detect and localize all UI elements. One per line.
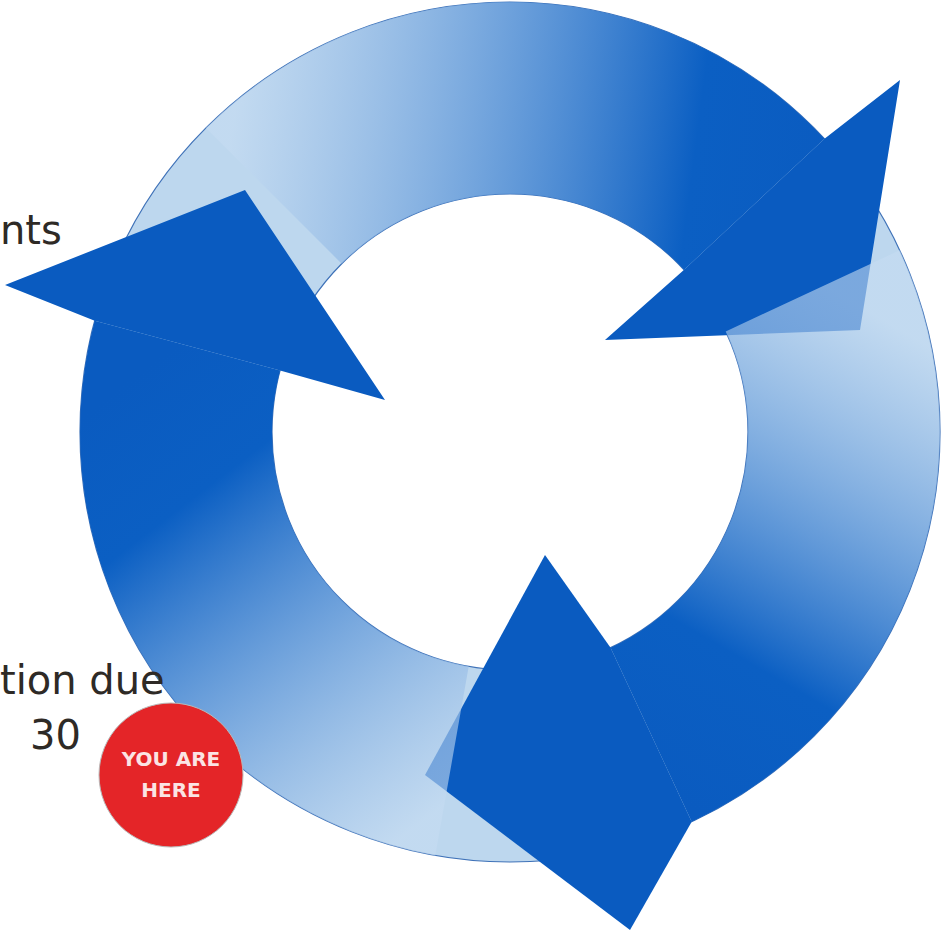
cycle-arrow-shaft: [611, 250, 940, 821]
marker-circle: [98, 702, 244, 848]
partial-label: tion due 30: [30, 653, 170, 763]
marker-text: YOU ARE HERE: [115, 744, 227, 806]
partial-label: nts: [0, 203, 200, 258]
cycle-arrow-head: [425, 555, 692, 930]
you-are-here-marker: YOU ARE HERE: [98, 702, 244, 848]
marker-circle-shape: [99, 703, 243, 847]
cycle-arrow-head: [5, 190, 385, 400]
cycle-arrow-shaft: [80, 321, 469, 856]
